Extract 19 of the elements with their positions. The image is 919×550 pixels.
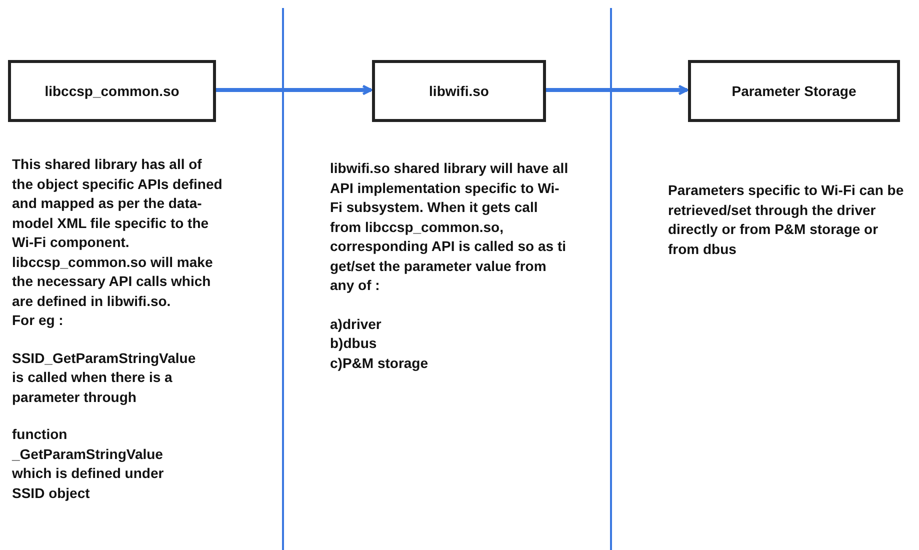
arrow — [546, 84, 688, 96]
description-text: libwifi.so shared library will have all API implementation specific to Wi-Fi subsystem. When it gets call from libccsp_common.so, corresponding API is called so as ti get/set the parameter value from any of : — [330, 159, 570, 295]
description-text: c)P&M storage — [330, 354, 430, 373]
description-text: is called when there is a — [12, 368, 174, 387]
component-box: libwifi.so — [372, 60, 546, 122]
description-text: This shared library has all of the object specific APIs defined and mapped as per the data-model XML file specific to the Wi-Fi component. libccsp_common.so will make the necessary API calls which are defined in libwifi.so. — [12, 155, 224, 310]
arrow — [216, 84, 372, 96]
description-text: function — [12, 425, 68, 444]
description-text: parameter through — [12, 388, 138, 407]
description-text: _GetParamStringValue — [12, 444, 164, 464]
description-text: b)dbus — [330, 334, 378, 353]
description-text: SSID object — [12, 484, 91, 503]
component-box: libccsp_common.so — [8, 60, 216, 122]
description-text: which is defined under — [12, 464, 165, 483]
description-text: Parameters specific to Wi-Fi can be retrieved/set through the driver directly or from P&M storage or from dbus — [668, 181, 904, 258]
component-box: Parameter Storage — [688, 60, 900, 122]
description-text: a)driver — [330, 314, 382, 334]
description-text: SSID_GetParamStringValue — [12, 348, 197, 368]
description-text: For eg : — [12, 311, 64, 330]
